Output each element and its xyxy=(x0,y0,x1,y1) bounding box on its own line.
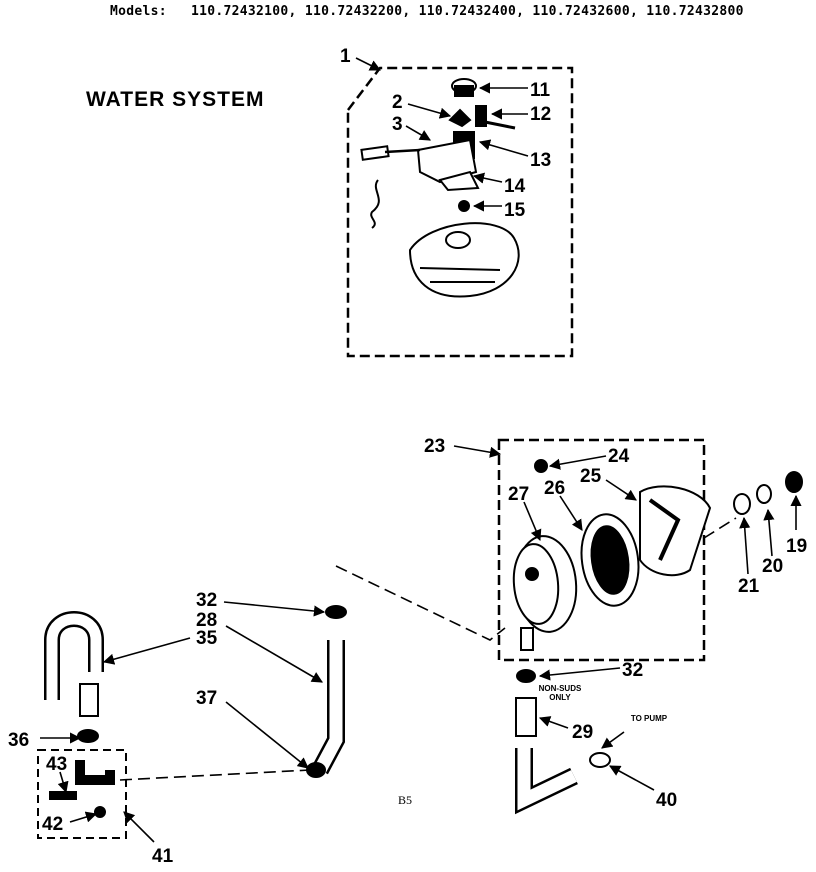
part-number: 15 xyxy=(504,200,526,221)
leader-line xyxy=(225,701,309,769)
leader-line xyxy=(559,495,583,531)
leader-line xyxy=(355,57,382,71)
non-suds-note: NON-SUDS ONLY xyxy=(538,684,582,702)
part-number: 23 xyxy=(424,436,445,457)
part-number: 26 xyxy=(544,478,565,499)
part-number: 40 xyxy=(656,790,677,811)
leader-line xyxy=(225,625,323,683)
leader-line xyxy=(601,731,625,749)
part-number: 2 xyxy=(392,92,403,113)
page-code: B5 xyxy=(398,793,413,807)
part-number: 35 xyxy=(196,628,218,649)
part-number: 36 xyxy=(8,730,29,751)
part-number: 42 xyxy=(42,814,63,835)
leader-line xyxy=(405,125,431,141)
part-number: 12 xyxy=(530,104,551,125)
leader-line xyxy=(739,516,751,575)
leader-line xyxy=(548,455,607,470)
model-number: 110.72432600, xyxy=(532,4,639,19)
part-number: 13 xyxy=(530,150,551,171)
part-number: 37 xyxy=(196,688,217,709)
filter-sketch xyxy=(512,459,803,651)
models-line: Models: 110.72432100, 110.72432200, 110.… xyxy=(110,4,744,19)
leader-line xyxy=(538,716,569,729)
water-valve-sketch xyxy=(360,78,520,298)
leader-line xyxy=(123,811,155,843)
part-number: 19 xyxy=(786,536,807,557)
group-box-water-valve xyxy=(346,66,574,358)
connector-line xyxy=(335,565,506,641)
part-number: 20 xyxy=(762,556,783,577)
leader-line xyxy=(605,479,637,501)
to-pump-note: TO PUMP xyxy=(630,714,668,723)
group-box-tee xyxy=(37,749,127,839)
leader-line xyxy=(102,637,191,665)
part-number: 41 xyxy=(152,846,174,867)
models-label: Models: xyxy=(110,4,167,19)
leader-line xyxy=(69,811,98,823)
leader-line xyxy=(453,445,502,458)
diagram-title: WATER SYSTEM xyxy=(86,88,265,111)
part-number: 28 xyxy=(196,610,217,631)
leader-line xyxy=(223,601,326,617)
group-box-filter xyxy=(497,438,706,662)
part-number: 1 xyxy=(340,46,351,67)
model-number: 110.72432400, xyxy=(418,4,525,19)
part-number: 32 xyxy=(622,660,643,681)
leader-line xyxy=(472,172,503,184)
leader-line xyxy=(407,103,452,119)
part-number: 24 xyxy=(608,446,630,467)
leader-line xyxy=(478,139,529,157)
part-number: 25 xyxy=(580,466,602,487)
part-number: 29 xyxy=(572,722,593,743)
leader-line xyxy=(57,771,69,794)
part-number: 21 xyxy=(738,576,760,597)
leader-line xyxy=(763,508,775,557)
leader-line xyxy=(523,501,542,542)
part-number: 43 xyxy=(46,754,67,775)
part-number: 27 xyxy=(508,484,529,505)
part-number: 11 xyxy=(530,80,551,101)
model-number: 110.72432800 xyxy=(646,4,744,19)
connector-line xyxy=(703,517,737,539)
part-number: 3 xyxy=(392,114,403,135)
connector-line xyxy=(119,769,311,781)
hose-sketch xyxy=(44,605,611,818)
leader-line xyxy=(609,765,655,791)
part-number: 14 xyxy=(504,176,526,197)
model-number: 110.72432200, xyxy=(304,4,411,19)
leader-line xyxy=(538,667,621,681)
part-number: 32 xyxy=(196,590,217,611)
model-number: 110.72432100, xyxy=(191,4,297,19)
